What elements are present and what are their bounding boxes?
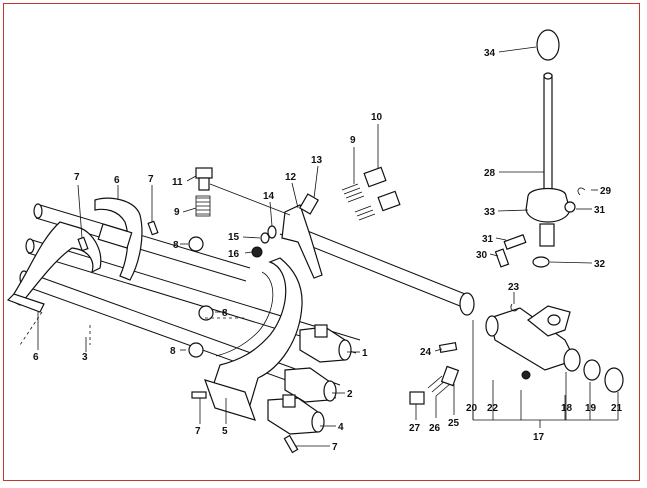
callout-19: 19 — [585, 403, 597, 414]
callout-27: 27 — [409, 423, 421, 434]
check-ball-middle — [198, 305, 214, 321]
bolt-31-lower — [503, 234, 527, 250]
shift-head-2 — [284, 367, 337, 403]
clip-23 — [510, 303, 519, 312]
callout-7-bottom: 7 — [195, 426, 201, 437]
shift-head-4 — [267, 394, 325, 435]
lever-ball-33 — [525, 187, 571, 247]
callout-7-bottomright: 7 — [332, 442, 338, 453]
callout-26: 26 — [429, 423, 441, 434]
pin-bottom — [191, 391, 207, 399]
knob-34 — [536, 29, 560, 61]
callout-5: 5 — [222, 426, 228, 437]
washer-32 — [532, 256, 550, 268]
shift-fork-upper — [94, 197, 143, 281]
callout-17: 17 — [533, 432, 545, 443]
callout-6-left: 6 — [33, 352, 39, 363]
pin-upper — [147, 220, 159, 236]
washer-19 — [583, 359, 601, 381]
callout-24: 24 — [420, 347, 432, 358]
nut-16 — [251, 246, 263, 258]
callout-25: 25 — [448, 418, 460, 429]
callout-9-left: 9 — [174, 207, 180, 218]
callout-8-middle: 8 — [222, 308, 228, 319]
callout-22: 22 — [487, 403, 499, 414]
callout-11: 11 — [172, 177, 183, 188]
callout-14: 14 — [263, 191, 275, 202]
shift-fork-center — [204, 257, 303, 421]
callout-21: 21 — [611, 403, 623, 414]
spring-9-left — [195, 195, 211, 217]
pin-24 — [438, 341, 458, 354]
pin-left — [77, 236, 89, 252]
callout-31-upper: 31 — [594, 205, 606, 216]
callout-4: 4 — [338, 422, 344, 433]
shift-lever-28 — [543, 72, 553, 196]
plunger-25 — [440, 365, 460, 387]
washer-15 — [260, 232, 270, 244]
callout-31-lower: 31 — [482, 234, 494, 245]
callout-15: 15 — [228, 232, 240, 243]
leader-lines — [37, 46, 598, 447]
callout-30: 30 — [476, 250, 488, 261]
callout-18: 18 — [561, 403, 573, 414]
callout-28: 28 — [484, 168, 496, 179]
callout-2: 2 — [347, 389, 353, 400]
callout-23: 23 — [508, 282, 520, 293]
bracket-17 — [472, 320, 619, 428]
bolt-11 — [195, 167, 213, 191]
callout-8-lower: 8 — [170, 346, 176, 357]
striking-lever — [281, 193, 323, 279]
callout-12: 12 — [285, 172, 297, 183]
plug-10 — [363, 166, 401, 212]
pin-30 — [494, 248, 510, 268]
shift-head-1 — [299, 324, 352, 363]
callout-7-topleft: 7 — [74, 172, 80, 183]
callout-16: 16 — [228, 249, 240, 260]
callout-9-right: 9 — [350, 135, 356, 146]
shift-fork-left — [6, 221, 102, 313]
callout-10: 10 — [371, 112, 383, 123]
callout-13: 13 — [311, 155, 323, 166]
check-ball-lower — [188, 342, 204, 358]
callout-20: 20 — [466, 403, 478, 414]
check-ball-upper — [188, 236, 204, 252]
callout-29: 29 — [600, 186, 612, 197]
plug-21 — [604, 367, 624, 393]
callout-1: 1 — [362, 348, 368, 359]
socket-22 — [485, 307, 581, 372]
callout-8-upper: 8 — [173, 240, 179, 251]
snap-ring-29 — [577, 187, 586, 196]
callout-34: 34 — [484, 48, 496, 59]
yoke-upper — [526, 305, 571, 337]
callout-7-top: 7 — [148, 174, 154, 185]
pin-bottom-right — [283, 434, 299, 454]
bolt-27 — [409, 391, 425, 405]
callout-3: 3 — [82, 352, 88, 363]
callout-6-top: 6 — [114, 175, 120, 186]
spring-9-right — [341, 183, 376, 221]
callout-33: 33 — [484, 207, 496, 218]
set-bolt-18 — [521, 370, 531, 380]
callout-32: 32 — [594, 259, 606, 270]
bolt-31-upper — [564, 201, 576, 213]
